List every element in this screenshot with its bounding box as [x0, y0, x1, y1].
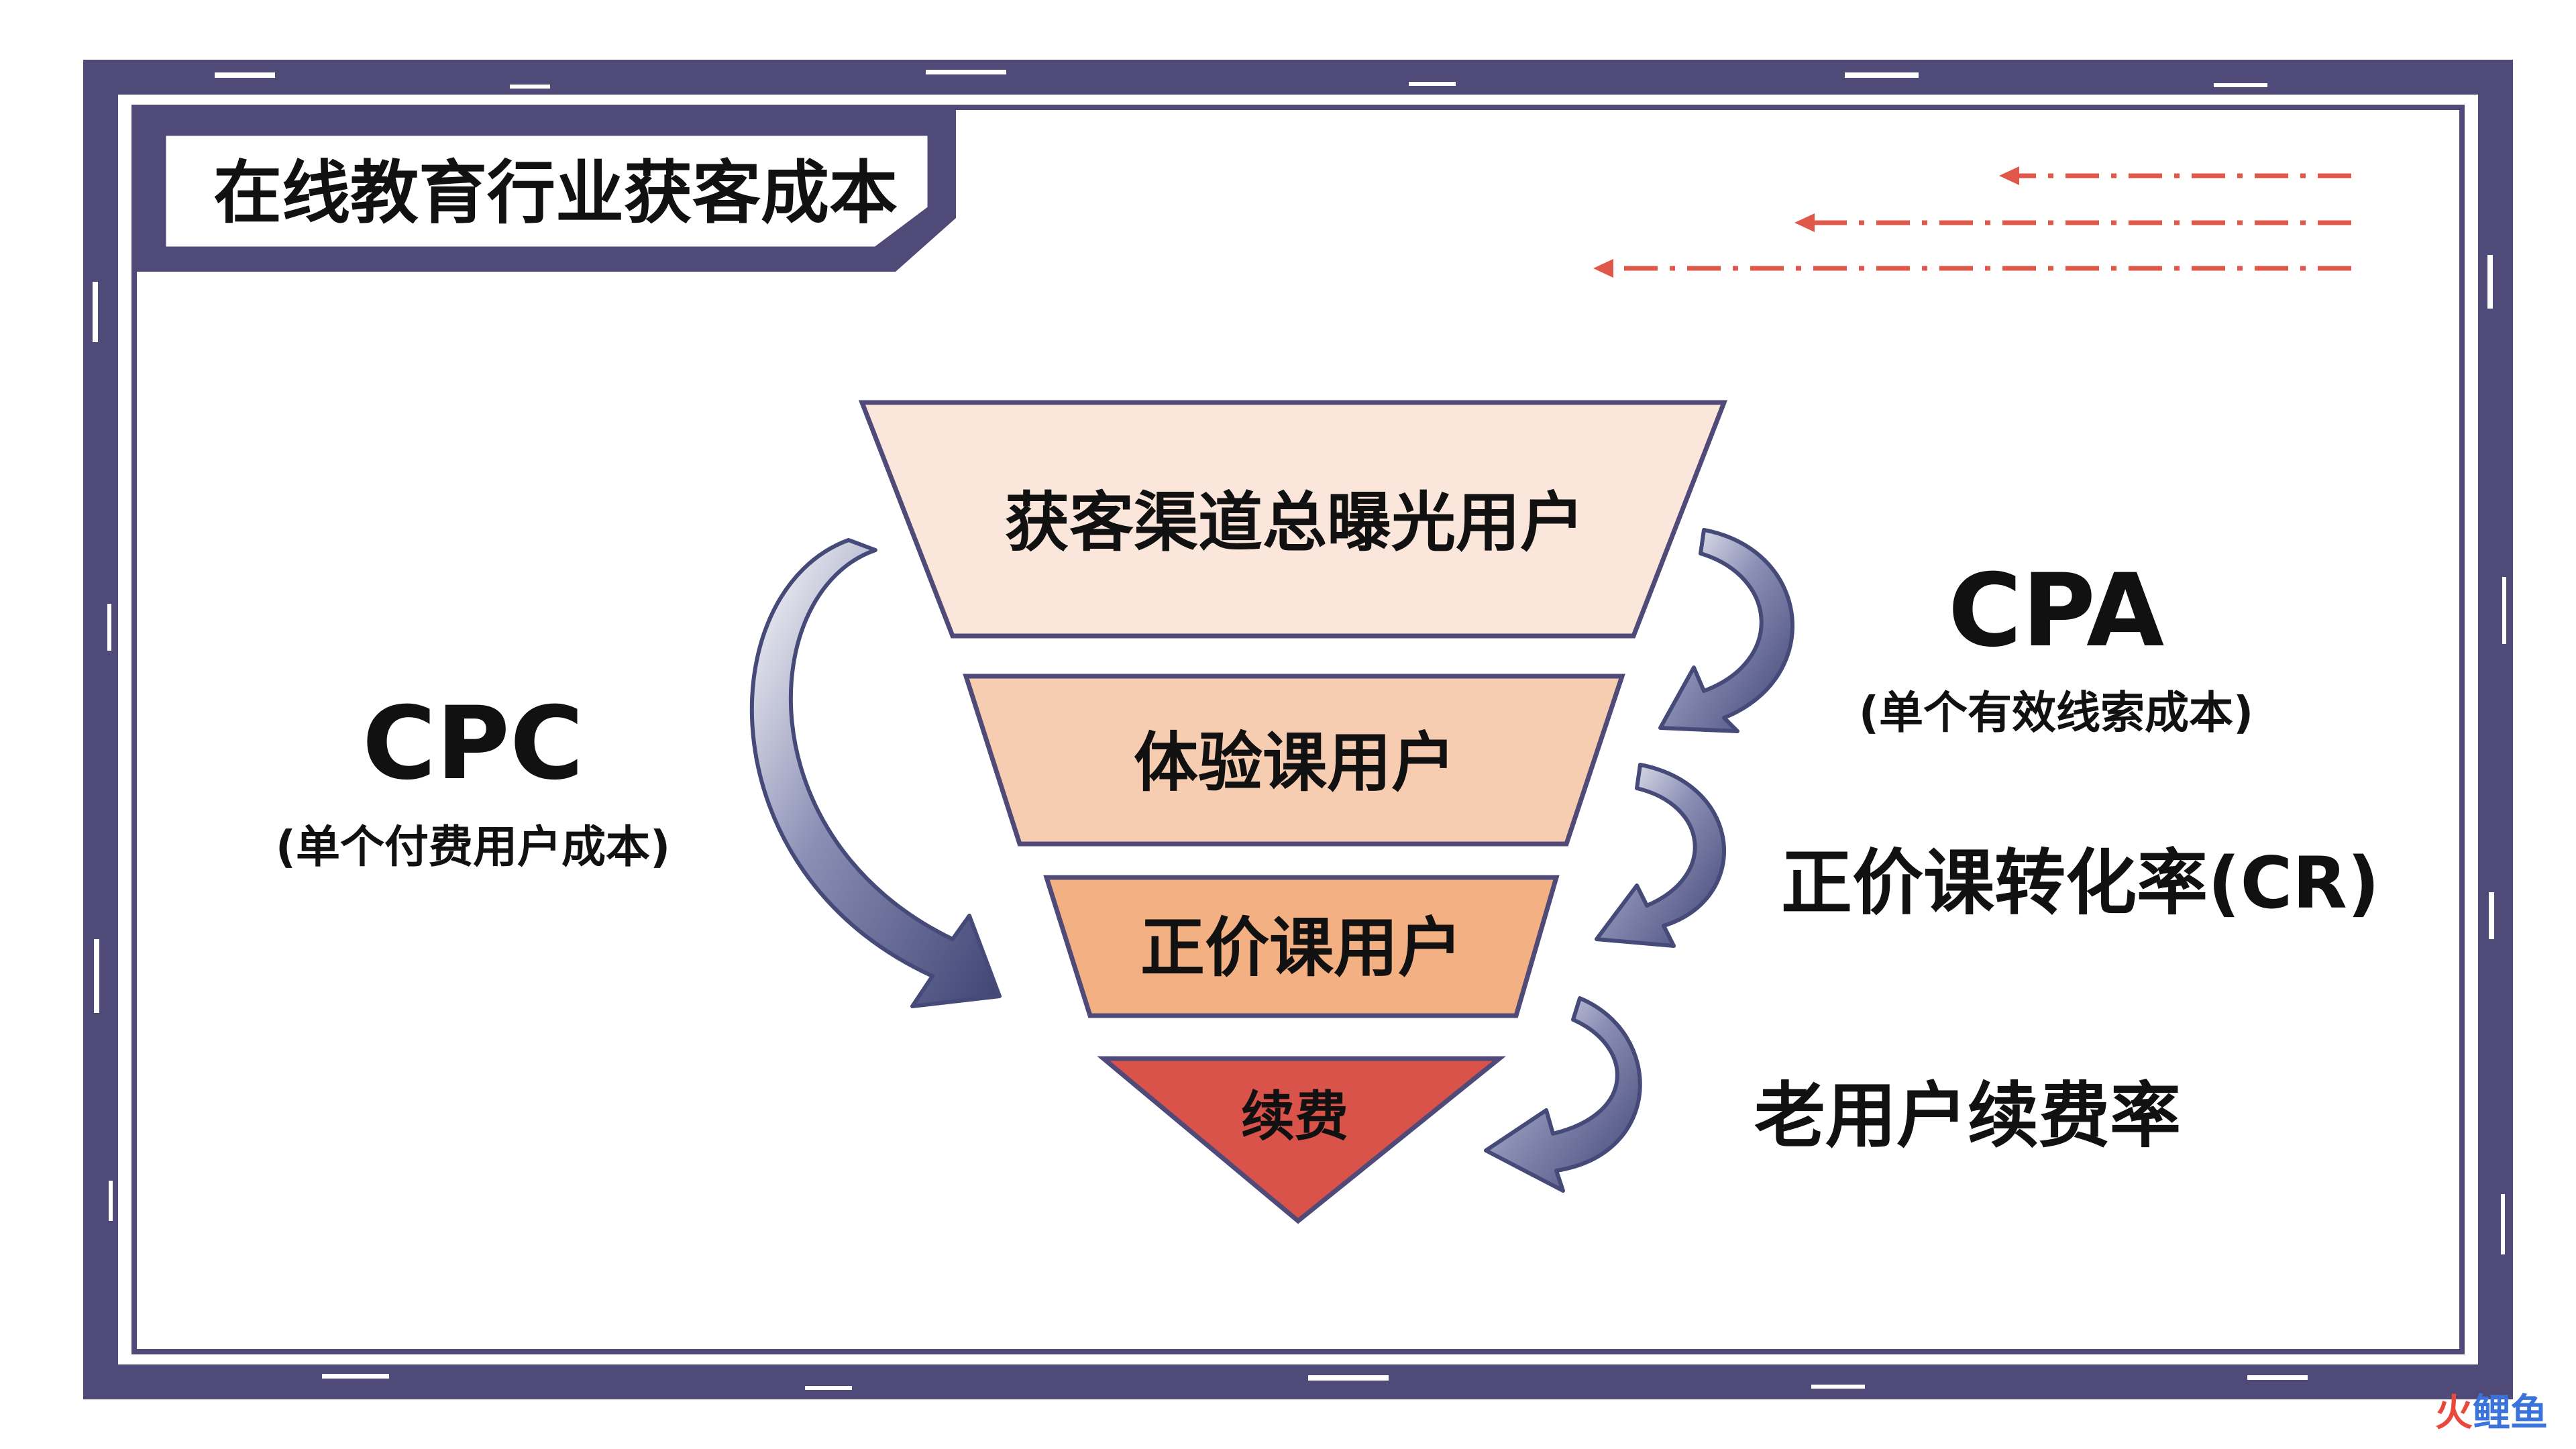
metric-labels: CPC (单个付费用户成本) CPA (单个有效线索成本) 正价课转化率(CR)…: [276, 553, 2379, 1157]
funnel-level-2-label: 体验课用户: [1134, 725, 1456, 800]
funnel-level-4: [1097, 1056, 1506, 1224]
funnel-level-1: [858, 400, 1728, 639]
renewal-rate-label: 老用户续费率: [1754, 1075, 2181, 1157]
watermark-part-2: 鲤鱼: [2473, 1391, 2548, 1435]
funnel-level-4-label: 续费: [1241, 1085, 1348, 1148]
funnel-labels: 获客渠道总曝光用户 体验课用户 正价课用户 续费: [1005, 485, 1585, 1148]
funnel-level-3: [1043, 875, 1560, 1018]
watermark: 火鲤鱼: [2435, 1383, 2548, 1437]
renew-curved-arrow: [1484, 996, 1642, 1193]
cr-curved-arrow: [1595, 763, 1727, 948]
decorative-dash-arrows: [1593, 166, 2351, 278]
funnel-level-2: [963, 674, 1625, 847]
cpc-sublabel: (单个付费用户成本): [276, 821, 670, 873]
frame-texture: [93, 70, 2506, 1390]
dash-arrowhead-3: [1593, 259, 1613, 278]
frame-inner-border: [131, 105, 2465, 1354]
watermark-part-1: 火: [2435, 1391, 2473, 1435]
page-title: 在线教育行业获客成本: [213, 154, 898, 233]
dash-arrowhead-1: [1999, 166, 2019, 185]
flow-arrows: [749, 528, 1794, 1193]
cpa-label: CPA: [1948, 553, 2164, 669]
cpa-sublabel: (单个有效线索成本): [1859, 687, 2253, 739]
frame: [83, 60, 2513, 1399]
funnel-level-3-label: 正价课用户: [1140, 910, 1462, 985]
dash-arrowhead-2: [1794, 213, 1815, 232]
title-tab-inner: [162, 132, 931, 250]
cr-label: 正价课转化率(CR): [1781, 842, 2379, 924]
funnel-level-1-label: 获客渠道总曝光用户: [1005, 485, 1585, 560]
cpa-curved-arrow: [1658, 528, 1794, 733]
frame-outer-border: [83, 60, 2513, 1399]
funnel: [858, 400, 1728, 1224]
cpc-curved-arrow: [749, 538, 1002, 1008]
title-tab: 在线教育行业获客成本: [134, 107, 956, 272]
cpc-label: CPC: [362, 686, 584, 802]
